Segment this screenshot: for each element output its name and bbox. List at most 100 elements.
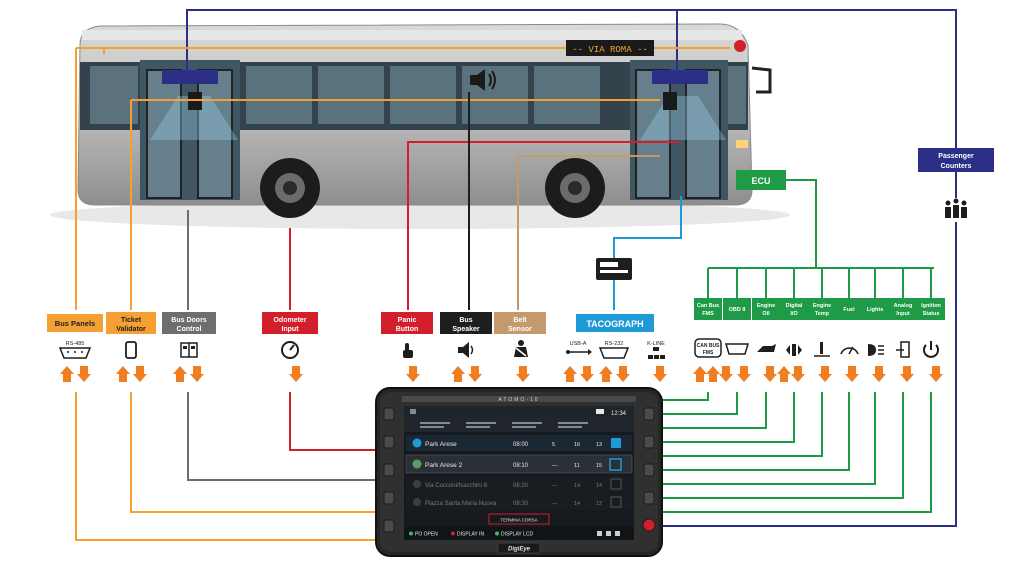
label-bus-panels: Bus Panels (47, 314, 103, 332)
phone-icon (125, 341, 137, 359)
svg-text:I/O: I/O (790, 311, 798, 317)
tacograph-device-icon (596, 258, 632, 280)
svg-text:—: — (552, 483, 558, 489)
svg-text:RS-232: RS-232 (605, 341, 624, 347)
svg-text:Temp: Temp (815, 311, 830, 317)
stop-row-next[interactable]: Park Arese 2 08:10 — 11 15 (405, 454, 633, 474)
ecu-item-engine-oil: Engine Oil (752, 298, 780, 320)
analog-input-icon (896, 341, 910, 358)
svg-text:08:20: 08:20 (513, 483, 529, 489)
svg-text:ECU: ECU (751, 176, 770, 186)
svg-text:Button: Button (396, 326, 419, 333)
rs485-port-icon: RS-485 (58, 341, 92, 359)
svg-text:OBD II: OBD II (729, 307, 746, 313)
svg-text:Bus Doors: Bus Doors (171, 317, 207, 324)
svg-text:Panic: Panic (398, 317, 417, 324)
device-logo: DigiEye (508, 547, 531, 553)
side-button-left-2[interactable] (383, 435, 395, 449)
svg-text:TACOGRAPH: TACOGRAPH (586, 319, 643, 329)
svg-text:Control: Control (177, 326, 202, 333)
stop-row-current[interactable]: Park Arese 08:00 5 16 13 (406, 435, 632, 451)
odometer-icon (281, 341, 299, 359)
label-ticket-validator: Ticket Validator (106, 312, 156, 334)
svg-text:Engine: Engine (813, 303, 831, 309)
side-button-right-1[interactable] (643, 407, 655, 421)
svg-text:K-LINE: K-LINE (647, 341, 665, 347)
svg-text:FMS: FMS (702, 311, 714, 317)
svg-text:PO OPEN: PO OPEN (415, 532, 438, 538)
wires (75, 9, 957, 541)
usb-icon: USB-A (566, 341, 592, 355)
svg-text:Ignition: Ignition (921, 303, 941, 309)
end-trip-button[interactable]: TERMINA CORSA (488, 513, 550, 525)
stop-row[interactable]: Piazza Santa Maria Nuova 08:30 — 14 12 (406, 494, 632, 510)
side-button-left-1[interactable] (383, 407, 395, 421)
svg-text:14: 14 (596, 483, 602, 489)
speaker-icon (458, 342, 474, 358)
menu-icon[interactable] (410, 409, 416, 414)
svg-text:Fuel: Fuel (843, 307, 855, 313)
svg-text:Status: Status (923, 311, 940, 317)
status-bar: PO OPEN DISPLAY IN DISPLAY LCD (409, 531, 620, 538)
svg-text:08:00: 08:00 (513, 442, 529, 448)
hand-pointer-icon (403, 343, 413, 358)
label-passenger-counters: Passenger Counters (918, 148, 994, 172)
side-button-left-3[interactable] (383, 463, 395, 477)
svg-text:FMS: FMS (703, 350, 714, 356)
side-button-right-3[interactable] (643, 463, 655, 477)
svg-text:Ticket: Ticket (121, 317, 142, 324)
svg-text:5: 5 (552, 442, 555, 448)
svg-text:16: 16 (574, 442, 580, 448)
label-belt-sensor: Belt Sensor (494, 312, 546, 334)
svg-text:Park Arese: Park Arese (425, 441, 457, 448)
svg-text:15: 15 (596, 463, 602, 469)
settings-icon (615, 531, 620, 536)
svg-text:Input: Input (281, 326, 299, 333)
label-bus-speaker: Bus Speaker (440, 312, 492, 334)
wifi-icon (606, 531, 611, 536)
digital-io-icon (786, 344, 802, 356)
seat-belt-icon (514, 340, 528, 357)
io-arrows (60, 366, 943, 382)
ecu-item-engine-temp: Engine Temp (808, 298, 836, 320)
emergency-button[interactable] (642, 518, 656, 532)
svg-text:11: 11 (574, 463, 580, 469)
label-odometer-input: Odometer Input (262, 312, 318, 334)
svg-text:14: 14 (574, 501, 580, 507)
label-tacograph: TACOGRAPH (576, 314, 654, 332)
svg-text:14: 14 (574, 483, 580, 489)
atomo-device: ATOMO-10 12:34 (375, 387, 663, 557)
power-icon (923, 341, 939, 358)
stop-row[interactable]: Via Cocconi/Isacchini 8 08:20 — 14 14 (406, 476, 632, 492)
svg-text:Speaker: Speaker (452, 326, 480, 333)
obd-connector-icon (724, 343, 750, 355)
svg-text:Analog: Analog (894, 303, 913, 309)
destination-sign: -- VIA ROMA -- (572, 45, 648, 55)
svg-text:Validator: Validator (116, 326, 146, 333)
screen-time: 12:34 (611, 411, 627, 417)
svg-text:DISPLAY IN: DISPLAY IN (457, 532, 484, 538)
svg-text:Belt: Belt (513, 317, 527, 324)
side-button-right-2[interactable] (643, 435, 655, 449)
side-button-left-5[interactable] (383, 519, 395, 533)
svg-text:USB-A: USB-A (570, 341, 587, 347)
side-button-left-4[interactable] (383, 491, 395, 505)
ecu-item-lights: Lights (862, 298, 889, 320)
side-button-right-4[interactable] (643, 491, 655, 505)
svg-text:Odometer: Odometer (273, 317, 306, 324)
device-brand: ATOMO-10 (498, 397, 539, 403)
passenger-counter-people-icon (945, 198, 967, 218)
svg-text:RS-485: RS-485 (66, 341, 85, 347)
svg-text:Passenger: Passenger (938, 153, 974, 160)
gps-icon (597, 531, 602, 536)
label-bus-doors-control: Bus Doors Control (162, 312, 216, 334)
kline-network-icon: K-LINE (647, 341, 665, 359)
ecu-item-obd: OBD II (723, 298, 751, 320)
svg-text:08:30: 08:30 (513, 501, 529, 507)
mail-icon[interactable] (596, 409, 604, 414)
svg-text:TERMINA CORSA: TERMINA CORSA (500, 518, 537, 523)
ecu-item-analog-input: Analog Input (889, 298, 917, 320)
bus: -- VIA ROMA -- (50, 23, 790, 229)
svg-text:Lights: Lights (867, 307, 884, 313)
svg-text:Bus Panels: Bus Panels (55, 319, 95, 328)
